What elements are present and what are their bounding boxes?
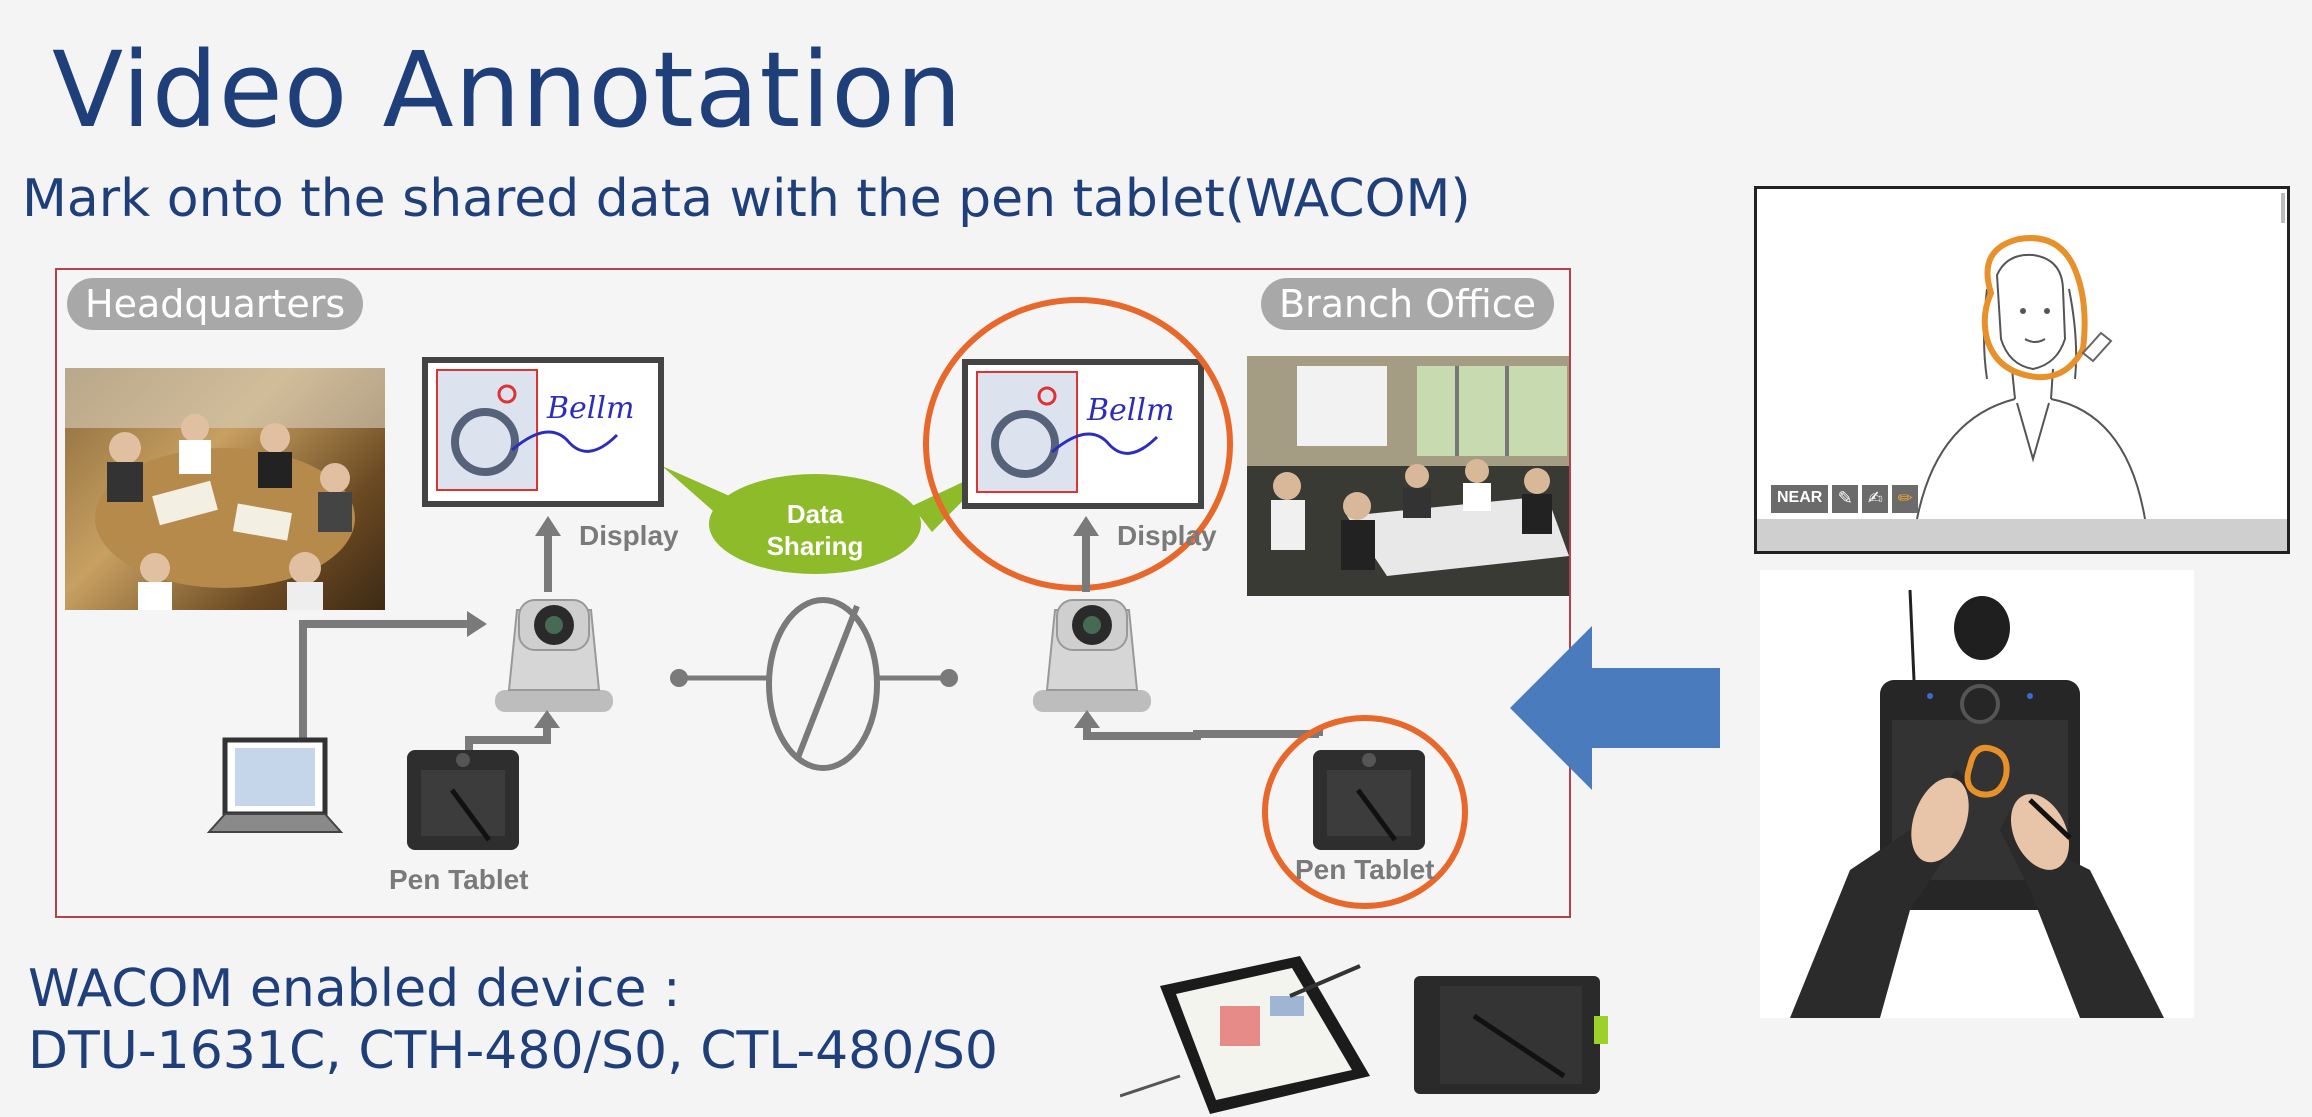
hands-tablet-illustration [1790, 589, 2164, 1018]
display-label-right: Display [1117, 520, 1217, 551]
data-sharing-text: Data Sharing [735, 498, 895, 562]
right-display: Bellm [962, 359, 1204, 509]
slide-subtitle: Mark onto the shared data with the pen t… [22, 169, 1471, 229]
highlighter-tool-icon[interactable]: ✏ [1892, 485, 1919, 513]
right-camera [1033, 599, 1151, 712]
portrait-sketch [1757, 193, 2287, 551]
pen-tool-icon[interactable]: ✎ [1832, 485, 1859, 513]
devices-heading: WACOM enabled device : [28, 959, 681, 1019]
blue-left-arrow [1510, 626, 1720, 790]
annotation-screen-panel: NEAR ✎ ✍ ✏ [1754, 186, 2290, 554]
pen-tablet-label-left: Pen Tablet [389, 864, 529, 895]
draw-tool-icon[interactable]: ✍ [1862, 485, 1889, 513]
handwriting-right: Bellm [1086, 393, 1174, 428]
network-diagram-svg: Bellm Bellm [206, 297, 1468, 909]
headquarters-label: Headquarters [67, 278, 364, 330]
pen-display-device-image [1120, 956, 1370, 1114]
network-cloud-icon [766, 597, 880, 771]
display-label-left: Display [579, 520, 679, 551]
branch-office-label: Branch Office [1261, 278, 1555, 330]
devices-models: DTU-1631C, CTH-480/S0, CTL-480/S0 [28, 1021, 998, 1081]
highlight-circle-display [923, 297, 1233, 591]
pen-tablet-device-image [1414, 976, 1608, 1094]
meeting-people-illustration [65, 368, 385, 610]
handwriting-left: Bellm [546, 391, 634, 426]
left-display: Bellm [422, 357, 664, 507]
near-button[interactable]: NEAR [1771, 485, 1829, 513]
annotation-circle-tablet [1964, 744, 2010, 798]
slide-title: Video Annotation [52, 29, 963, 151]
branch-meeting-illustration [1247, 356, 1569, 596]
headquarters-photo [65, 368, 385, 610]
branch-office-photo [1247, 356, 1569, 596]
left-camera [495, 599, 613, 712]
highlight-circle-tablet [1262, 715, 1468, 909]
conference-diagram: Headquarters Branch Office [55, 268, 1571, 918]
wacom-devices-text: WACOM enabled device : DTU-1631C, CTH-48… [28, 958, 998, 1082]
annotation-circle-face [1981, 235, 2088, 381]
pen-tablet-left-icon [407, 750, 519, 850]
hands-on-tablet-photo [1760, 570, 2194, 1018]
pen-tablet-right-icon [1313, 750, 1425, 850]
pen-tablet-label-right: Pen Tablet [1295, 854, 1435, 885]
data-sharing-line1: Data [786, 499, 844, 529]
laptop-icon [206, 737, 344, 833]
data-sharing-line2: Sharing [766, 531, 864, 561]
data-sharing-bubble [709, 474, 921, 574]
pen-cursor-icon [2081, 331, 2113, 363]
annotation-toolbar: NEAR ✎ ✍ ✏ [1771, 485, 1919, 513]
